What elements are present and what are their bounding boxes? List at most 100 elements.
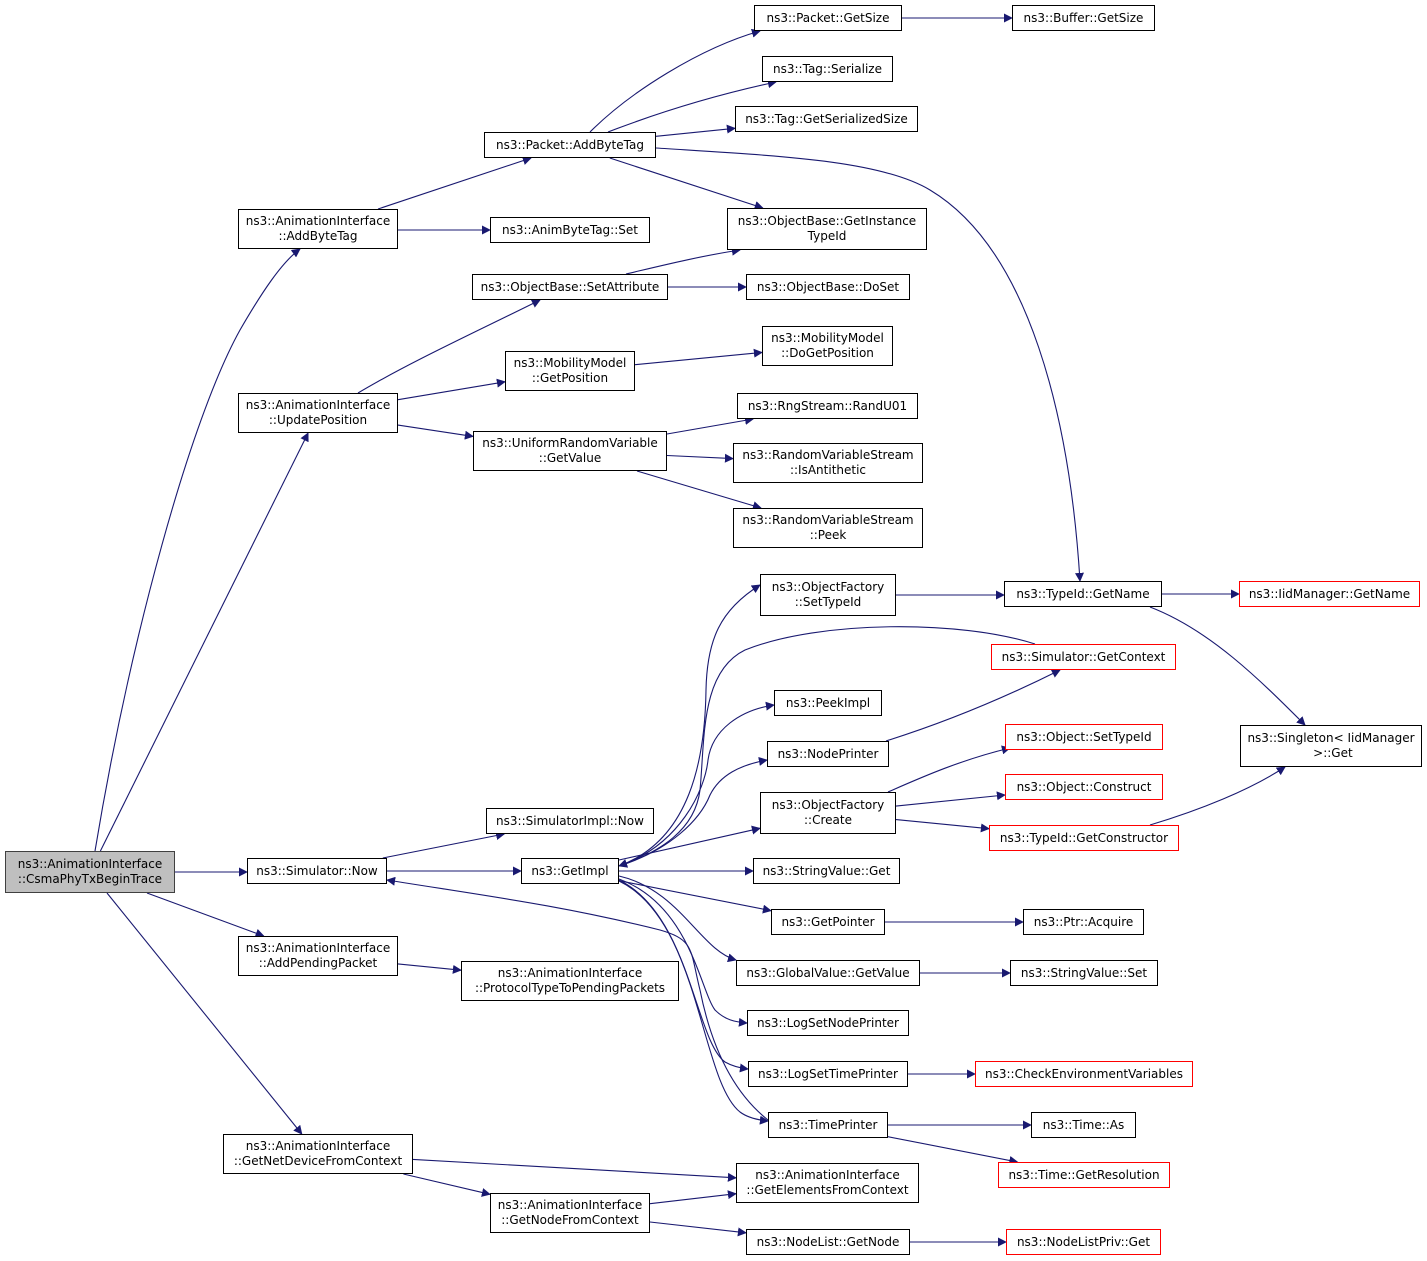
edge-root-to-ai_addbytetag xyxy=(94,248,301,852)
edge-pkt_addbytetag-to-ob_getinst xyxy=(609,157,764,210)
node-label-line: ns3::RandomVariableStream xyxy=(742,513,914,527)
edge-nodeprinter-to-sim_getcontext xyxy=(885,669,1061,742)
node-sim-now[interactable]: ns3::Simulator::Now xyxy=(247,858,387,884)
node-of-create[interactable]: ns3::ObjectFactory::Create xyxy=(760,792,896,834)
node-peekimpl[interactable]: ns3::PeekImpl xyxy=(774,690,882,716)
node-label-line: ns3::SimulatorImpl::Now xyxy=(496,813,644,828)
edge-getimpl-to-logsetnodeprinter xyxy=(618,878,748,1027)
edge-urv_getvalue-to-rvs_isanti xyxy=(666,453,734,463)
node-label-line: ns3::LogSetNodePrinter xyxy=(757,1015,899,1030)
edge-getimpl-to-of_create xyxy=(618,825,761,861)
node-mm-getpos[interactable]: ns3::MobilityModel::GetPosition xyxy=(505,351,635,391)
edge-ai_updatepos-to-mm_getpos xyxy=(397,378,506,401)
node-iid-getname[interactable]: ns3::IidManager::GetName xyxy=(1239,581,1420,607)
node-simimpl-now[interactable]: ns3::SimulatorImpl::Now xyxy=(486,808,654,834)
edge-ai_updatepos-to-ob_setattr xyxy=(357,299,541,394)
node-rvs-peek[interactable]: ns3::RandomVariableStream::Peek xyxy=(733,508,923,548)
node-label-line: ns3::Buffer::GetSize xyxy=(1023,10,1144,25)
node-ai-getelems[interactable]: ns3::AnimationInterface::GetElementsFrom… xyxy=(736,1163,919,1203)
node-ai-getnetdev[interactable]: ns3::AnimationInterface::GetNetDeviceFro… xyxy=(223,1134,413,1174)
node-label-line: ns3::UniformRandomVariable xyxy=(482,436,658,450)
node-label-line: ns3::AnimationInterface xyxy=(245,214,391,228)
node-label-line: ns3::TypeId::GetConstructor xyxy=(999,830,1169,845)
edge-ai_getnetdev-to-ai_getelems xyxy=(412,1158,737,1182)
node-ai-updatepos[interactable]: ns3::AnimationInterface::UpdatePosition xyxy=(238,393,398,433)
node-ai-getnode[interactable]: ns3::AnimationInterface::GetNodeFromCont… xyxy=(490,1193,650,1233)
node-logsettimeprinter[interactable]: ns3::LogSetTimePrinter xyxy=(748,1061,908,1087)
node-label-line: ::AddByteTag xyxy=(278,229,358,243)
node-rng-randu01[interactable]: ns3::RngStream::RandU01 xyxy=(737,393,918,419)
node-ai-proto[interactable]: ns3::AnimationInterface::ProtocolTypeToP… xyxy=(461,961,679,1001)
node-label-line: ns3::RngStream::RandU01 xyxy=(747,398,908,413)
node-animbytetag-set[interactable]: ns3::AnimByteTag::Set xyxy=(490,217,650,243)
node-label-line: ::GetElementsFromContext xyxy=(746,1183,909,1197)
node-label-line: ns3::MobilityModel xyxy=(513,356,627,370)
node-urv-getvalue[interactable]: ns3::UniformRandomVariable::GetValue xyxy=(473,431,667,471)
node-root[interactable]: ns3::AnimationInterface::CsmaPhyTxBeginT… xyxy=(5,851,175,893)
node-getpointer[interactable]: ns3::GetPointer xyxy=(771,909,885,935)
node-singleton-get[interactable]: ns3::Singleton< IidManager >::Get xyxy=(1240,725,1422,767)
node-label-line: ns3::GlobalValue::GetValue xyxy=(746,965,910,980)
node-typeid-getctor[interactable]: ns3::TypeId::GetConstructor xyxy=(989,825,1179,851)
edge-ai_addpending-to-ai_proto xyxy=(397,963,462,974)
node-label-line: ns3::PeekImpl xyxy=(785,695,871,710)
node-rvs-isanti[interactable]: ns3::RandomVariableStream::IsAntithetic xyxy=(733,443,923,483)
node-time-as[interactable]: ns3::Time::As xyxy=(1031,1112,1136,1138)
node-label-line: ::IsAntithetic xyxy=(789,463,867,477)
edge-of_create-to-typeid_getctor xyxy=(895,819,990,833)
node-label-line: ns3::Time::As xyxy=(1042,1117,1125,1132)
node-time-getres[interactable]: ns3::Time::GetResolution xyxy=(998,1162,1170,1188)
node-obj-construct[interactable]: ns3::Object::Construct xyxy=(1005,774,1163,800)
node-logsetnodeprinter[interactable]: ns3::LogSetNodePrinter xyxy=(747,1010,909,1036)
node-ai-addbytetag[interactable]: ns3::AnimationInterface::AddByteTag xyxy=(238,209,398,249)
node-sv-get[interactable]: ns3::StringValue::Get xyxy=(753,858,900,884)
node-mm-dogetpos[interactable]: ns3::MobilityModel::DoGetPosition xyxy=(762,326,893,366)
node-pkt-getsize[interactable]: ns3::Packet::GetSize xyxy=(754,5,902,31)
node-label-line: ns3::AnimationInterface xyxy=(17,857,163,871)
node-label-line: ns3::ObjectBase::SetAttribute xyxy=(480,279,660,294)
node-gv-getvalue[interactable]: ns3::GlobalValue::GetValue xyxy=(736,960,920,986)
edge-urv_getvalue-to-rvs_peek xyxy=(636,470,762,510)
node-label-line: >::Get xyxy=(1309,746,1353,760)
edge-ai_getnode-to-nodelist_getnode xyxy=(649,1221,747,1237)
node-sim-getcontext[interactable]: ns3::Simulator::GetContext xyxy=(991,644,1176,670)
edge-root-to-ai_updatepos xyxy=(99,432,309,852)
node-label-line: ns3::Object::Construct xyxy=(1016,779,1152,794)
node-label-line: ns3::Object::SetTypeId xyxy=(1016,729,1152,744)
node-sv-set[interactable]: ns3::StringValue::Set xyxy=(1010,960,1158,986)
node-ai-addpending[interactable]: ns3::AnimationInterface::AddPendingPacke… xyxy=(238,936,398,976)
node-label-line: ns3::Packet::GetSize xyxy=(766,10,890,25)
node-ob-doset[interactable]: ns3::ObjectBase::DoSet xyxy=(746,274,910,300)
node-timeprinter[interactable]: ns3::TimePrinter xyxy=(768,1112,888,1138)
node-typeid-getname[interactable]: ns3::TypeId::GetName xyxy=(1004,581,1162,607)
edge-ai_getnetdev-to-ai_getnode xyxy=(403,1173,491,1197)
node-tag-getsersize[interactable]: ns3::Tag::GetSerializedSize xyxy=(735,106,918,132)
node-label-line: ::UpdatePosition xyxy=(268,413,368,427)
node-nodelistpriv-get[interactable]: ns3::NodeListPriv::Get xyxy=(1006,1229,1161,1255)
node-of-settypeid[interactable]: ns3::ObjectFactory::SetTypeId xyxy=(760,574,896,616)
node-ob-setattr[interactable]: ns3::ObjectBase::SetAttribute xyxy=(472,274,668,300)
node-checkenv[interactable]: ns3::CheckEnvironmentVariables xyxy=(975,1061,1193,1087)
edge-ai_getnode-to-ai_getelems xyxy=(649,1190,737,1205)
node-label-line: TypeId xyxy=(807,229,847,243)
node-label-line: ns3::AnimationInterface xyxy=(755,1168,900,1182)
node-tag-serialize[interactable]: ns3::Tag::Serialize xyxy=(762,56,893,82)
node-ptr-acquire[interactable]: ns3::Ptr::Acquire xyxy=(1023,909,1144,935)
node-nodeprinter[interactable]: ns3::NodePrinter xyxy=(767,741,889,767)
edge-getimpl-to-nodeprinter xyxy=(618,757,768,867)
edge-getimpl-to-of_settypeid xyxy=(618,584,761,867)
node-obj-settypeid[interactable]: ns3::Object::SetTypeId xyxy=(1005,724,1163,750)
node-label-line: ns3::NodePrinter xyxy=(777,746,879,761)
node-label-line: ns3::TypeId::GetName xyxy=(1016,586,1150,601)
edge-typeid_getctor-to-singleton_get xyxy=(1149,766,1286,826)
node-buf-getsize[interactable]: ns3::Buffer::GetSize xyxy=(1012,5,1155,31)
node-label-line: ns3::Singleton< IidManager xyxy=(1247,731,1415,745)
node-getimpl[interactable]: ns3::GetImpl xyxy=(521,858,619,884)
node-label-line: ns3::AnimationInterface xyxy=(245,398,391,412)
edge-timeprinter-to-time_getres xyxy=(887,1136,1019,1165)
node-nodelist-getnode[interactable]: ns3::NodeList::GetNode xyxy=(746,1229,910,1255)
node-pkt-addbytetag[interactable]: ns3::Packet::AddByteTag xyxy=(484,132,656,158)
edge-ob_setattr-to-ob_getinst xyxy=(625,246,741,275)
